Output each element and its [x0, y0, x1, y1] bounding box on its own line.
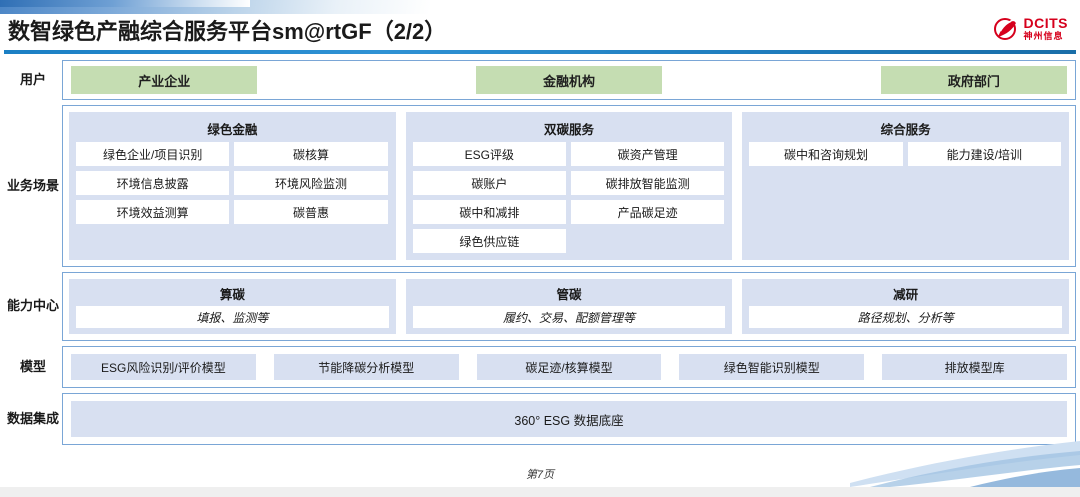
row-label-scenarios: 业务场景	[6, 177, 59, 193]
dcits-swirl-icon	[993, 17, 1016, 40]
scenario-item[interactable]: 碳中和咨询规划	[749, 142, 903, 166]
ability-title: 算碳	[219, 288, 245, 302]
row-body-data-integration: 360° ESG 数据底座	[62, 393, 1076, 445]
scenario-item[interactable]: 环境信息披露	[76, 171, 230, 195]
scenario-item[interactable]: 产品碳足迹	[571, 200, 725, 224]
ability-subtitle[interactable]: 路径规划、分析等	[749, 306, 1063, 328]
user-gap-1	[273, 66, 459, 94]
scenario-item-list: ESG评级 碳资产管理 碳账户 碳排放智能监测 碳中和减排 产品碳足迹 绿色供应…	[412, 142, 726, 253]
scenario-column-comprehensive: 综合服务 碳中和咨询规划 能力建设/培训	[742, 112, 1070, 260]
brand-logo: DCITS 神州信息	[993, 16, 1069, 41]
scenario-item[interactable]: 碳资产管理	[571, 142, 725, 166]
user-chip-financial[interactable]: 金融机构	[475, 66, 663, 94]
slide-header: 数智绿色产融综合服务平台sm@rtGF（2/2） DCITS 神州信息	[0, 10, 1080, 50]
row-body-users: 产业企业 金融机构 政府部门	[62, 60, 1076, 100]
scenario-item[interactable]: 碳排放智能监测	[571, 171, 725, 195]
row-body-ability-center: 算碳 填报、监测等 管碳 履约、交易、配额管理等 减研 路径规划、分析等	[62, 272, 1076, 341]
scenario-item[interactable]: 绿色企业/项目识别	[76, 142, 230, 166]
row-scenarios: 业务场景 绿色金融 绿色企业/项目识别 碳核算 环境信息披露 环境风险监测 环境…	[4, 105, 1076, 267]
slide-footer: 第7页	[0, 466, 1080, 482]
ability-column-carbon-calc: 算碳 填报、监测等	[69, 279, 396, 334]
scenario-item[interactable]: ESG评级	[412, 142, 566, 166]
ability-subtitle[interactable]: 填报、监测等	[76, 306, 389, 328]
ability-column-carbon-reduce: 减研 路径规划、分析等	[742, 279, 1070, 334]
user-gap-2	[678, 66, 864, 94]
logo-english: DCITS	[1023, 15, 1068, 31]
ability-subtitle[interactable]: 履约、交易、配额管理等	[412, 306, 726, 328]
page-number: 第7页	[525, 469, 555, 481]
row-users: 用户 产业企业 金融机构 政府部门	[4, 60, 1076, 100]
scenario-item-list: 碳中和咨询规划 能力建设/培训	[749, 142, 1062, 253]
logo-chinese: 神州信息	[1023, 31, 1064, 41]
model-chip[interactable]: ESG风险识别/评价模型	[71, 354, 256, 380]
row-data-integration: 数据集成 360° ESG 数据底座	[4, 393, 1076, 445]
row-label-models: 模型	[19, 358, 46, 374]
row-body-scenarios: 绿色金融 绿色企业/项目识别 碳核算 环境信息披露 环境风险监测 环境效益测算 …	[62, 105, 1076, 267]
scenario-item[interactable]: 碳普惠	[234, 200, 388, 224]
scenario-column-dual-carbon: 双碳服务 ESG评级 碳资产管理 碳账户 碳排放智能监测 碳中和减排 产品碳足迹…	[405, 112, 733, 260]
scenario-item-list: 绿色企业/项目识别 碳核算 环境信息披露 环境风险监测 环境效益测算 碳普惠	[76, 142, 389, 253]
row-models: 模型 ESG风险识别/评价模型 节能降碳分析模型 碳足迹/核算模型 绿色智能识别…	[4, 346, 1076, 388]
model-chip[interactable]: 排放模型库	[882, 354, 1067, 380]
scenario-column-green-finance: 绿色金融 绿色企业/项目识别 碳核算 环境信息披露 环境风险监测 环境效益测算 …	[69, 112, 396, 260]
ability-title: 管碳	[556, 288, 582, 302]
scenario-item[interactable]: 碳核算	[234, 142, 388, 166]
scenario-item[interactable]: 能力建设/培训	[907, 142, 1061, 166]
page-title: 数智绿色产融综合服务平台sm@rtGF（2/2）	[8, 19, 447, 44]
model-chip[interactable]: 节能降碳分析模型	[273, 354, 459, 380]
data-foundation-band[interactable]: 360° ESG 数据底座	[71, 401, 1067, 437]
scenario-title: 双碳服务	[544, 123, 595, 137]
bottom-strip	[0, 487, 1080, 497]
scenario-title: 绿色金融	[207, 123, 258, 137]
scenario-title: 综合服务	[880, 123, 931, 137]
logo-wordmark: DCITS 神州信息	[1024, 16, 1069, 41]
user-chip-government[interactable]: 政府部门	[880, 66, 1068, 94]
row-ability-center: 能力中心 算碳 填报、监测等 管碳 履约、交易、配额管理等 减研 路径规划、分析…	[4, 272, 1076, 341]
row-label-ability-center: 能力中心	[6, 298, 59, 314]
model-chip[interactable]: 碳足迹/核算模型	[476, 354, 662, 380]
scenario-item[interactable]: 环境效益测算	[76, 200, 230, 224]
ability-column-carbon-manage: 管碳 履约、交易、配额管理等	[405, 279, 733, 334]
scenario-item[interactable]: 碳账户	[412, 171, 566, 195]
user-chip-industry[interactable]: 产业企业	[71, 66, 258, 94]
model-chip[interactable]: 绿色智能识别模型	[679, 354, 865, 380]
row-label-data-integration: 数据集成	[6, 410, 59, 426]
title-divider	[4, 50, 1076, 54]
architecture-grid: 用户 产业企业 金融机构 政府部门 业务场景 绿色金融 绿色企业/项目识别 碳核…	[4, 60, 1076, 445]
scenario-item[interactable]: 环境风险监测	[234, 171, 388, 195]
row-body-models: ESG风险识别/评价模型 节能降碳分析模型 碳足迹/核算模型 绿色智能识别模型 …	[62, 346, 1076, 388]
scenario-item[interactable]: 碳中和减排	[412, 200, 566, 224]
top-decoration-swoosh-secondary	[0, 0, 250, 7]
row-label-users: 用户	[19, 71, 46, 87]
scenario-item[interactable]: 绿色供应链	[412, 229, 566, 253]
ability-title: 减研	[893, 288, 919, 302]
